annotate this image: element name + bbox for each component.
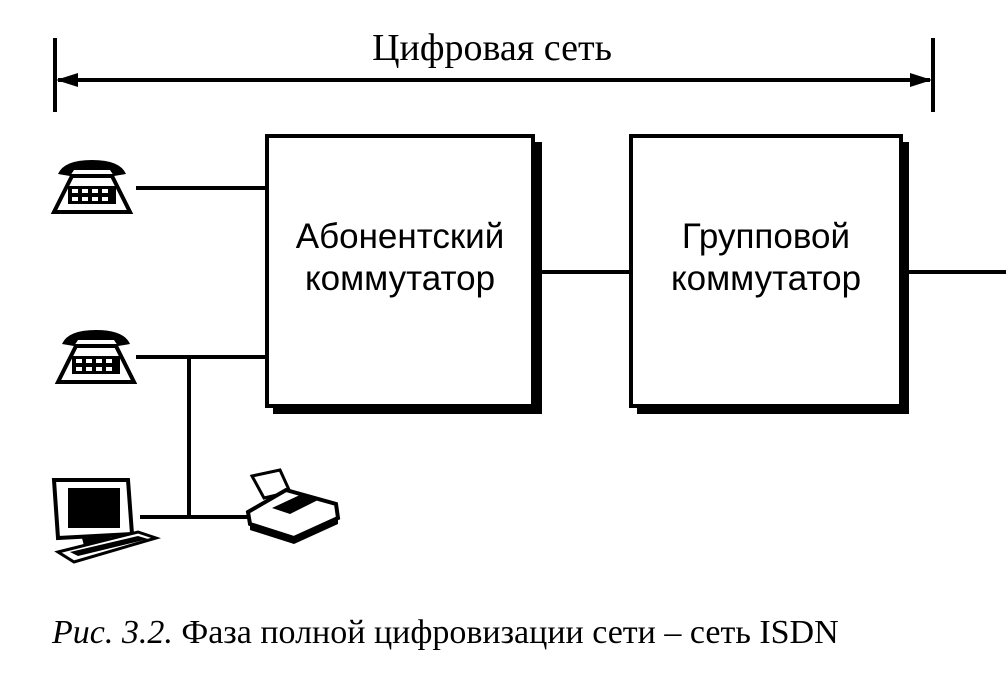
group-switch-box [629,134,903,408]
fax-icon [245,468,341,544]
telephone-icon [50,160,134,214]
figure-caption-text: Фаза полной цифровизации сети – сеть ISD… [181,614,839,651]
figure-number: Рис. 3.2. [52,614,173,651]
network-span-indicator: Цифровая сеть [53,27,935,112]
subscriber-switch-label-line1: Абонентский [296,217,505,256]
network-span-label: Цифровая сеть [372,27,612,69]
group-switch-label-line2: коммутатор [671,259,861,298]
group-switch: Групповой коммутатор [629,134,909,414]
computer-icon [51,478,162,564]
figure-caption: Рис. 3.2. Фаза полной цифровизации сети … [52,614,992,652]
subscriber-switch-label-line2: коммутатор [305,259,495,298]
connection-lines [136,186,1006,519]
subscriber-switch-box [265,134,535,408]
telephone-icon [54,330,138,384]
subscriber-switch: Абонентский коммутатор [265,134,542,414]
group-switch-label-line1: Групповой [682,217,850,256]
